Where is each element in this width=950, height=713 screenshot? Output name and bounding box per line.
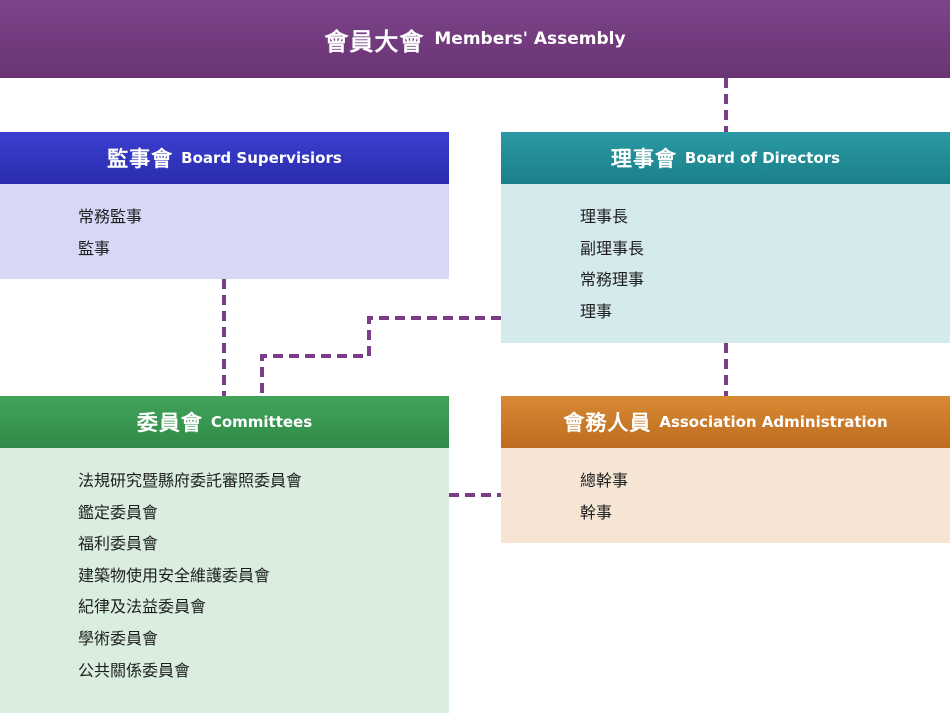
list-item: 紀律及法益委員會 bbox=[78, 597, 207, 617]
list-item: 公共關係委員會 bbox=[78, 660, 191, 680]
supervisors-header: 監事會 Board Supervisiors bbox=[0, 132, 449, 184]
administration-title-cn: 會務人員 bbox=[563, 411, 652, 435]
administration-title-en: Association Administration bbox=[659, 413, 888, 431]
list-item: 總幹事 bbox=[580, 471, 629, 490]
supervisors-title-cn: 監事會 bbox=[107, 147, 174, 171]
list-item: 理事長 bbox=[580, 207, 629, 226]
directors-panel: 理事長 副理事長 常務理事 理事 bbox=[501, 184, 950, 343]
list-item: 理事 bbox=[580, 301, 613, 321]
committees-panel: 法規研究暨縣府委託審照委員會 鑑定委員會 福利委員會 建築物使用安全維護委員會 … bbox=[0, 448, 449, 713]
supervisors-title-en: Board Supervisiors bbox=[181, 149, 342, 167]
list-item: 法規研究暨縣府委託審照委員會 bbox=[78, 471, 303, 490]
list-item: 副理事長 bbox=[580, 238, 645, 258]
list-item: 福利委員會 bbox=[78, 534, 159, 554]
directors-title-en: Board of Directors bbox=[684, 149, 841, 167]
committees-header: 委員會 Committees bbox=[0, 396, 449, 448]
committees-list: 法規研究暨縣府委託審照委員會 鑑定委員會 福利委員會 建築物使用安全維護委員會 … bbox=[78, 465, 302, 686]
list-item: 常務監事 bbox=[78, 207, 143, 226]
assembly-title-cn: 會員大會 bbox=[324, 27, 425, 56]
directors-header: 理事會 Board of Directors bbox=[501, 132, 950, 184]
members-assembly-header: 會員大會 Members' Assembly bbox=[0, 0, 950, 78]
list-item: 建築物使用安全維護委員會 bbox=[78, 565, 271, 585]
list-item: 監事 bbox=[78, 238, 111, 258]
list-item: 鑑定委員會 bbox=[78, 502, 159, 522]
administration-panel: 總幹事 幹事 bbox=[501, 448, 950, 543]
directors-list: 理事長 副理事長 常務理事 理事 bbox=[580, 201, 644, 327]
administration-list: 總幹事 幹事 bbox=[580, 465, 628, 528]
connector-directors-committees bbox=[260, 316, 501, 396]
committees-title-en: Committees bbox=[210, 413, 313, 431]
directors-title-cn: 理事會 bbox=[610, 147, 677, 171]
administration-header: 會務人員 Association Administration bbox=[501, 396, 950, 448]
supervisors-panel: 常務監事 監事 bbox=[0, 184, 449, 279]
committees-title-cn: 委員會 bbox=[136, 411, 203, 435]
list-item: 幹事 bbox=[580, 502, 613, 522]
assembly-title-en: Members' Assembly bbox=[434, 29, 626, 49]
list-item: 常務理事 bbox=[580, 270, 645, 290]
list-item: 學術委員會 bbox=[78, 628, 159, 648]
supervisors-list: 常務監事 監事 bbox=[78, 201, 142, 264]
